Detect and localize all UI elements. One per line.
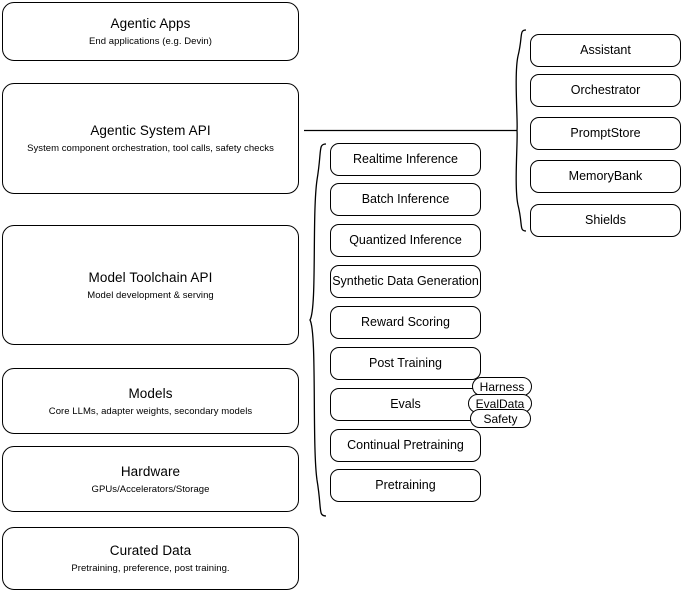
mid-item-post-training[interactable]: Post Training [330, 347, 481, 380]
mid-item-quantized-inference[interactable]: Quantized Inference [330, 224, 481, 257]
layer-curated-data[interactable]: Curated Data Pretraining, preference, po… [2, 527, 299, 590]
layer-subtitle: Pretraining, preference, post training. [71, 563, 230, 574]
layer-hardware[interactable]: Hardware GPUs/Accelerators/Storage [2, 446, 299, 512]
right-item-orchestrator[interactable]: Orchestrator [530, 74, 681, 107]
layer-title: Agentic System API [90, 123, 211, 138]
layer-models[interactable]: Models Core LLMs, adapter weights, secon… [2, 368, 299, 434]
layer-title: Curated Data [109, 543, 192, 558]
right-item-assistant[interactable]: Assistant [530, 34, 681, 67]
layer-title: Agentic Apps [110, 16, 191, 31]
layer-subtitle: Core LLMs, adapter weights, secondary mo… [48, 405, 253, 417]
mid-item-realtime-inference[interactable]: Realtime Inference [330, 143, 481, 176]
layer-agentic-apps[interactable]: Agentic Apps End applications (e.g. Devi… [2, 2, 299, 61]
brace-middle-column [309, 143, 327, 517]
pill-safety[interactable]: Safety [470, 409, 531, 428]
mid-item-pretraining[interactable]: Pretraining [330, 469, 481, 502]
layer-subtitle: GPUs/Accelerators/Storage [91, 483, 210, 495]
right-item-promptstore[interactable]: PromptStore [530, 117, 681, 150]
mid-item-label: Continual Pretraining [347, 438, 464, 452]
layer-title: Hardware [120, 463, 181, 479]
brace-right-column [515, 29, 527, 232]
layer-subtitle: Model development & serving [87, 289, 214, 301]
mid-item-label: Evals [390, 397, 421, 411]
pill-label: Harness [479, 379, 525, 394]
layer-title: Models [128, 385, 173, 401]
mid-item-label: Batch Inference [361, 192, 450, 206]
mid-item-label: Synthetic Data Generation [332, 274, 479, 288]
mid-item-reward-scoring[interactable]: Reward Scoring [330, 306, 481, 339]
right-item-label: PromptStore [570, 126, 641, 140]
mid-item-batch-inference[interactable]: Batch Inference [330, 183, 481, 216]
right-item-memorybank[interactable]: MemoryBank [530, 160, 681, 193]
layer-agentic-system-api[interactable]: Agentic System API System component orch… [2, 83, 299, 194]
pill-label: EvalData [475, 396, 525, 411]
layer-subtitle: System component orchestration, tool cal… [27, 143, 274, 154]
mid-item-label: Post Training [369, 356, 442, 370]
mid-item-synthetic-data-generation[interactable]: Synthetic Data Generation [330, 265, 481, 298]
right-item-label: Shields [585, 213, 626, 227]
mid-item-label: Realtime Inference [353, 152, 458, 166]
mid-item-label: Reward Scoring [361, 315, 450, 329]
mid-item-label: Quantized Inference [349, 233, 462, 247]
layer-title: Model Toolchain API [88, 269, 213, 285]
layer-subtitle: End applications (e.g. Devin) [89, 36, 212, 47]
pill-label: Safety [483, 411, 518, 426]
layer-model-toolchain-api[interactable]: Model Toolchain API Model development & … [2, 225, 299, 345]
right-item-label: MemoryBank [568, 169, 643, 183]
right-item-label: Assistant [580, 43, 631, 57]
mid-item-label: Pretraining [375, 478, 436, 492]
right-item-label: Orchestrator [570, 83, 641, 97]
mid-item-evals[interactable]: Evals [330, 388, 481, 421]
right-item-shields[interactable]: Shields [530, 204, 681, 237]
mid-item-continual-pretraining[interactable]: Continual Pretraining [330, 429, 481, 462]
